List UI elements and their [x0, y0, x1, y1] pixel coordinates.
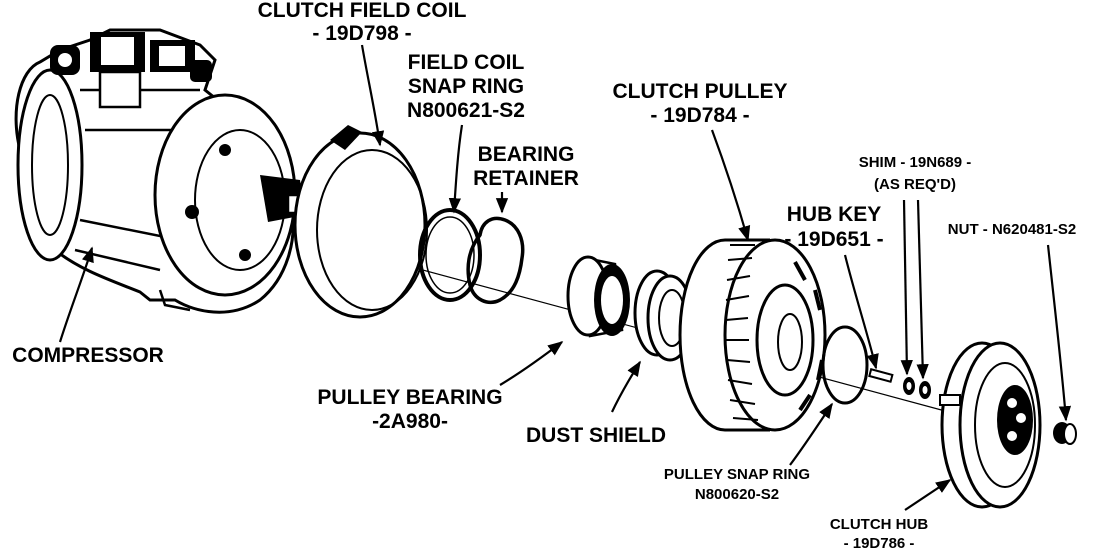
leader-dust-shield: [611, 360, 641, 413]
field-coil-snap-ring-inner: [425, 216, 475, 294]
label-shim-line2: (AS REQ'D): [874, 176, 956, 193]
label-clutch-pulley-line2: - 19D784 -: [650, 104, 749, 127]
label-bearing-retainer-line1: BEARING: [478, 143, 575, 166]
pulley-snap-ring-drawing: [821, 325, 869, 405]
label-clutch-pulley-line1: CLUTCH PULLEY: [613, 80, 788, 103]
leader-pulley-snap-ring: [789, 402, 833, 466]
label-snap-ring-line1: FIELD COIL: [408, 51, 525, 74]
label-snap-ring-line2: SNAP RING: [408, 75, 524, 98]
bearing-retainer-drawing: [466, 216, 525, 305]
label-shim-line1: SHIM - 19N689 -: [859, 154, 972, 171]
clutch-hub-drawing: [939, 341, 1042, 509]
label-clutch-hub-line2: - 19D786 -: [844, 535, 915, 552]
label-pulley-bearing-line2: -2A980-: [372, 410, 448, 433]
leader-shim-left: [900, 199, 913, 376]
leader-clutch-pulley: [710, 129, 751, 242]
clutch-pulley-drawing: [678, 238, 827, 432]
leader-compressor: [58, 246, 94, 343]
leader-shim-right: [916, 199, 929, 380]
pulley-bearing-drawing: [566, 255, 630, 338]
leader-field-coil: [360, 44, 385, 147]
leader-clutch-hub: [904, 479, 952, 511]
label-hub-key-line1: HUB KEY: [787, 203, 882, 226]
label-hub-key-line2: - 19D651 -: [784, 228, 883, 251]
leader-field-coil-snap-ring: [448, 124, 464, 214]
leader-nut: [1046, 244, 1072, 422]
shim-drawing: [903, 377, 931, 399]
leader-pulley-bearing: [499, 341, 564, 386]
label-field-coil-line1: CLUTCH FIELD COIL: [258, 0, 467, 22]
label-field-coil-line2: - 19D798 -: [312, 22, 411, 45]
compressor-drawing: [14, 28, 312, 314]
label-pulley-bearing-line1: PULLEY BEARING: [317, 386, 502, 409]
leader-hub-key: [843, 254, 879, 370]
label-bearing-retainer-line2: RETAINER: [473, 167, 579, 190]
clutch-field-coil-drawing: [293, 125, 428, 319]
label-dust-shield: DUST SHIELD: [526, 424, 666, 447]
hub-key-drawing: [868, 368, 894, 383]
label-clutch-hub-line1: CLUTCH HUB: [830, 516, 928, 533]
label-pulley-snap-ring-line1: PULLEY SNAP RING: [664, 466, 810, 483]
label-pulley-snap-ring-line2: N800620-S2: [695, 486, 779, 503]
label-snap-ring-line3: N800621-S2: [407, 99, 525, 122]
label-compressor: COMPRESSOR: [12, 344, 164, 367]
label-nut: NUT - N620481-S2: [948, 221, 1076, 238]
nut-drawing: [1053, 422, 1077, 445]
